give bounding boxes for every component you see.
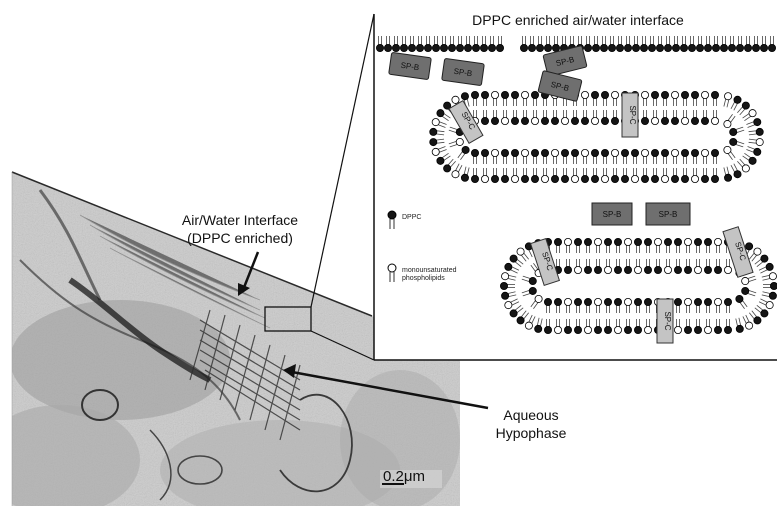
aqueous-label: Aqueous bbox=[503, 407, 558, 423]
scale-bar: 0.2μm bbox=[380, 468, 442, 488]
legend-dppc-label: DPPC bbox=[402, 214, 421, 221]
dppc-enriched-label: (DPPC enriched) bbox=[187, 230, 293, 246]
zoom-line-top bbox=[311, 14, 374, 307]
air-water-interface-label: Air/Water Interface bbox=[182, 212, 298, 228]
sp-b-label: SP-B bbox=[659, 210, 678, 219]
sp-c-label: SP-C bbox=[663, 311, 672, 330]
sp-c-label: SP-C bbox=[628, 105, 637, 124]
inset-title: DPPC enriched air/water interface bbox=[472, 12, 684, 28]
sp-b-label: SP-B bbox=[603, 210, 622, 219]
scale-bar-label: 0.2μm bbox=[383, 468, 425, 485]
hypophase-label: Hypophase bbox=[496, 425, 567, 441]
legend-mono-label-2: phospholipids bbox=[402, 275, 445, 282]
legend-mono-label-1: monounsaturated bbox=[402, 267, 457, 274]
